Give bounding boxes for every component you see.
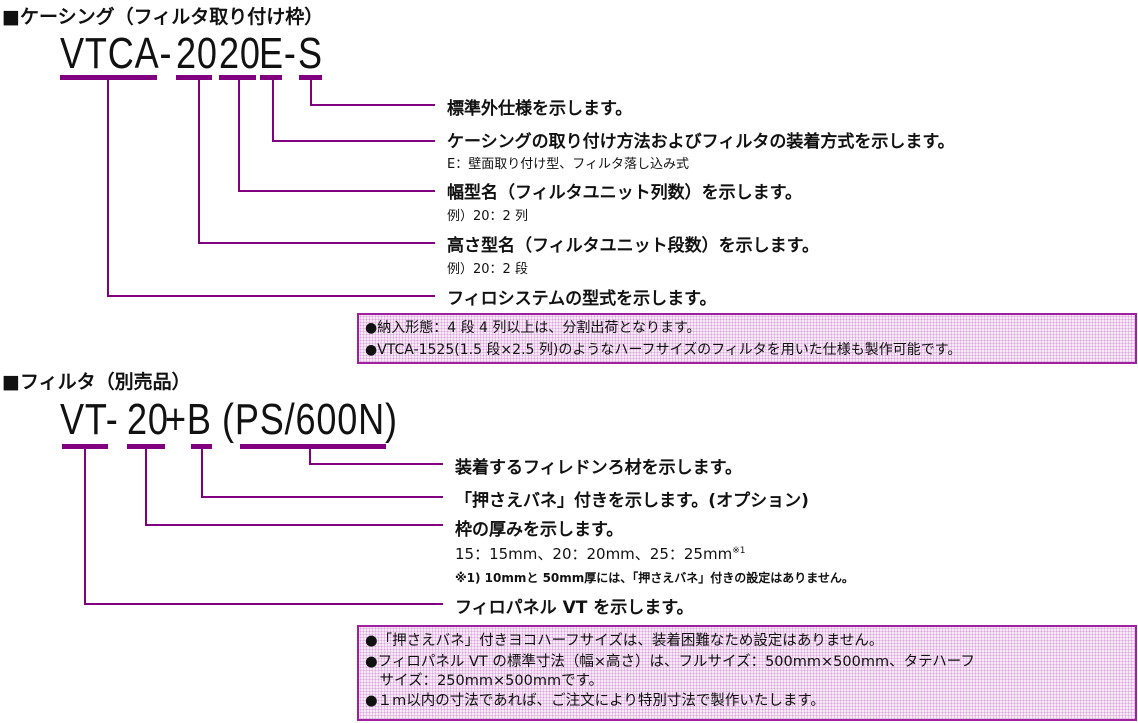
underline	[240, 444, 386, 449]
leader-line	[84, 449, 86, 604]
leader-line	[272, 80, 274, 141]
filter-heading: ■フィルタ（別売品）	[2, 371, 191, 393]
underline	[176, 75, 212, 80]
leader-line	[309, 449, 311, 464]
leader-line	[145, 449, 147, 525]
label-mount: ケーシングの取り付け方法およびフィルタの装着方式を示します。	[447, 132, 955, 152]
casing-code-width: 20	[219, 29, 261, 78]
filter-code-series: VT-	[60, 395, 119, 444]
label-width: 幅型名（フィルタユニット列数）を示します。	[447, 183, 802, 203]
leader-line	[201, 449, 203, 497]
note-line: サイズ：250mm×500mmです。	[365, 673, 604, 689]
label-special: 標準外仕様を示します。	[447, 99, 633, 119]
label-width-sub: 例）20：2 列	[447, 209, 528, 224]
note-line: ●VTCA-1525(1.5 段×2.5 列)のようなハーフサイズのフィルタを用…	[365, 342, 962, 358]
casing-code-series: VTCA-	[60, 29, 173, 78]
label-spring: 「押さえバネ」付きを示します。(オプション)	[455, 491, 809, 511]
leader-line	[238, 190, 435, 192]
thickness-values: 15：15mm、20：20mm、25：25mm	[455, 545, 733, 563]
casing-code-special: S	[298, 29, 323, 78]
leader-line	[310, 80, 312, 105]
filter-code-spring: +B	[165, 395, 212, 444]
filter-code-thickness: 20	[127, 395, 169, 444]
underline	[219, 75, 256, 80]
underline	[191, 444, 212, 449]
label-height-sub: 例）20：2 段	[447, 262, 528, 277]
label-thickness: 枠の厚みを示します。	[455, 520, 624, 540]
underline	[60, 75, 157, 80]
underline	[260, 75, 282, 80]
label-panel: フィロパネル VT を示します。	[455, 598, 694, 618]
leader-line	[107, 80, 109, 296]
leader-line	[198, 80, 200, 243]
label-thickness-footnote: ※1) 10mmと 50mm厚には、「押さえバネ」付きの設定はありません。	[455, 571, 854, 585]
casing-code-mount: E-	[259, 29, 297, 78]
leader-line	[310, 104, 435, 106]
label-thickness-sub: 15：15mm、20：20mm、25：25mm※1	[455, 543, 745, 564]
leader-line	[84, 603, 443, 605]
filter-note-box: ●「押さえバネ」付きヨコハーフサイズは、装着困難なため設定はありません。 ●フィ…	[357, 625, 1137, 721]
leader-line	[201, 496, 443, 498]
label-height: 高さ型名（フィルタユニット段数）を示します。	[447, 236, 819, 256]
leader-line	[107, 295, 435, 297]
underline	[299, 75, 322, 80]
underline	[127, 444, 165, 449]
leader-line	[272, 140, 435, 142]
casing-code-height: 20	[176, 29, 218, 78]
leader-line	[198, 242, 435, 244]
footnote-mark: ※1	[732, 546, 746, 556]
label-mount-sub: E：壁面取り付け型、フィルタ落し込み式	[447, 157, 689, 172]
casing-note-box: ●納入形態：4 段 4 列以上は、分割出荷となります。 ●VTCA-1525(1…	[357, 313, 1137, 364]
filter-code-media: (PS/600N)	[222, 395, 398, 444]
note-line: ●「押さえバネ」付きヨコハーフサイズは、装着困難なため設定はありません。	[365, 633, 884, 649]
label-series: フィロシステムの型式を示します。	[447, 289, 717, 309]
casing-heading: ■ケーシング（フィルタ取り付け枠）	[2, 6, 324, 28]
note-line: ●１m以内の寸法であれば、ご注文により特別寸法で製作いたします。	[365, 693, 825, 709]
underline	[62, 444, 108, 449]
label-media: 装着するフィレドンろ材を示します。	[455, 458, 742, 478]
leader-line	[309, 463, 443, 465]
note-line: ●フィロパネル VT の標準寸法（幅×高さ）は、フルサイズ：500mm×500m…	[365, 654, 975, 670]
note-line: ●納入形態：4 段 4 列以上は、分割出荷となります。	[365, 320, 701, 336]
leader-line	[238, 80, 240, 191]
leader-line	[145, 524, 443, 526]
